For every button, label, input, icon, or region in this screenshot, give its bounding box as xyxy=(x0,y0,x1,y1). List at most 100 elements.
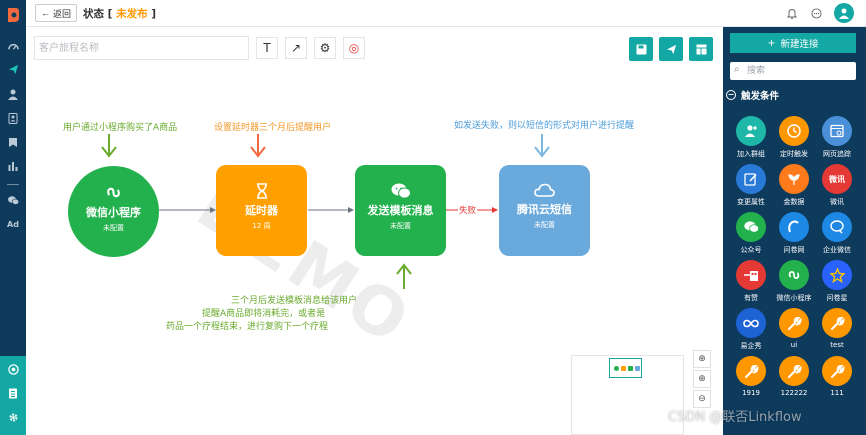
send-icon xyxy=(666,44,676,54)
user-icon[interactable] xyxy=(0,84,26,104)
trigger-item[interactable]: 问卷星 xyxy=(816,260,858,303)
sidebar-bottom-tools xyxy=(0,356,26,435)
bookmark-icon[interactable] xyxy=(0,132,26,152)
survey-icon xyxy=(779,212,809,242)
send-icon[interactable] xyxy=(0,59,26,79)
trigger-item[interactable]: 微信小程序 xyxy=(773,260,815,303)
zoom-in-icon: ⊕ xyxy=(698,374,706,384)
trigger-item[interactable]: 网页追踪 xyxy=(816,116,858,159)
trigger-item[interactable]: 金数据 xyxy=(773,164,815,207)
minimap[interactable] xyxy=(571,355,684,435)
wechat-icon xyxy=(391,183,411,199)
trigger-item-label: 变更属性 xyxy=(737,198,765,206)
person-plus-icon xyxy=(736,116,766,146)
plus-icon: + xyxy=(767,37,776,49)
mini-program-icon xyxy=(107,187,120,198)
annotation-arrow-delay xyxy=(250,134,266,158)
layout-button[interactable] xyxy=(689,37,713,61)
wrench-icon xyxy=(779,356,809,386)
trigger-item[interactable]: 111 xyxy=(816,356,858,397)
message-icon[interactable] xyxy=(810,7,822,19)
node-wechat-mini-program[interactable]: 微信小程序 未配置 xyxy=(68,166,159,257)
help-icon[interactable] xyxy=(0,359,26,379)
journey-name-input[interactable] xyxy=(34,36,249,60)
ad-icon[interactable]: Ad xyxy=(7,219,19,229)
bell-icon[interactable] xyxy=(786,7,798,19)
wrench-icon xyxy=(822,308,852,338)
zoom-out-button[interactable]: ⊖ xyxy=(693,390,711,408)
trigger-item[interactable]: 有赞 xyxy=(730,260,772,303)
status-value: 未发布 xyxy=(116,8,148,20)
save-icon xyxy=(636,44,646,54)
annotation-bottom-2: 提醒A商品即将消耗完，或者是 xyxy=(202,309,326,319)
trigger-item[interactable]: ui xyxy=(773,308,815,349)
wechat-icon[interactable] xyxy=(0,190,26,210)
status-label: 状态 [ 未发布 ] xyxy=(83,8,157,20)
zoom-out-icon: ⊖ xyxy=(698,394,706,404)
annotation-bottom-1: 三个月后发送模板消息给该用户 xyxy=(231,296,358,306)
wechat-icon xyxy=(736,212,766,242)
trigger-item-label: 定时触发 xyxy=(780,150,808,158)
sidebar-divider xyxy=(7,184,19,185)
cloud-icon xyxy=(534,183,555,197)
trigger-item-label: 微讯 xyxy=(830,198,844,206)
chat-bubble-icon xyxy=(822,212,852,242)
trigger-item-label: test xyxy=(830,341,844,349)
fit-view-button[interactable]: ⊕ xyxy=(693,350,711,368)
header-icons xyxy=(786,3,854,23)
annotation-arrow-template xyxy=(396,263,412,289)
app-logo-icon xyxy=(8,8,19,22)
arrow-tool-button[interactable]: ↗ xyxy=(285,37,307,59)
trigger-item[interactable]: 易企秀 xyxy=(730,308,772,351)
contacts-icon[interactable] xyxy=(0,108,26,128)
annotation-arrow-fail xyxy=(534,134,550,158)
trigger-item[interactable]: 122222 xyxy=(773,356,815,397)
zoom-in-button[interactable]: ⊕ xyxy=(693,370,711,388)
dashboard-icon[interactable] xyxy=(0,36,26,56)
annotation-delay: 设置延时器三个月后提醒用户 xyxy=(214,123,332,133)
document-icon[interactable] xyxy=(0,383,26,403)
trigger-item-label: 网页追踪 xyxy=(823,150,851,158)
trigger-item[interactable]: test xyxy=(816,308,858,349)
leaf-icon xyxy=(779,164,809,194)
node-send-template[interactable]: 发送模板消息 未配置 xyxy=(355,165,446,256)
node-delay[interactable]: 延时器 12 周 xyxy=(216,165,307,256)
node-tencent-sms[interactable]: 腾讯云短信 未配置 xyxy=(499,165,590,256)
settings-tool-button[interactable]: ⚙ xyxy=(314,37,336,59)
bar-chart-icon[interactable] xyxy=(0,156,26,176)
target-tool-button[interactable]: ◎ xyxy=(343,37,365,59)
annotation-fail: 如发送失败，则以短信的形式对用户进行提醒 xyxy=(454,121,635,131)
trigger-item[interactable]: 企业微信 xyxy=(816,212,858,255)
trigger-item[interactable]: 1919 xyxy=(730,356,772,397)
trigger-item-label: 111 xyxy=(830,389,844,397)
journey-canvas[interactable]: T ↗ ⚙ ◎ DEMO 失败 微信小程序 未配置 延时器 12 周 xyxy=(26,27,723,435)
settings-icon[interactable] xyxy=(0,407,26,427)
trigger-item-label: 金数据 xyxy=(783,198,805,206)
trigger-item[interactable]: 变更属性 xyxy=(730,164,772,207)
back-button[interactable]: ← 返回 xyxy=(35,4,77,22)
save-button[interactable] xyxy=(629,37,653,61)
trigger-item[interactable]: 加入群组 xyxy=(730,116,772,159)
trigger-item[interactable]: 定时触发 xyxy=(773,116,815,159)
search-input[interactable] xyxy=(747,63,852,78)
trigger-item-label: 122222 xyxy=(780,389,808,397)
clock-icon xyxy=(779,116,809,146)
mini-program-icon xyxy=(779,260,809,290)
trigger-item-label: 公众号 xyxy=(740,246,762,254)
trigger-item[interactable]: 公众号 xyxy=(730,212,772,255)
publish-button[interactable] xyxy=(659,37,683,61)
trigger-item[interactable]: 问卷网 xyxy=(773,212,815,255)
trigger-item[interactable]: 微讯微讯 xyxy=(816,164,858,207)
annotation-arrow-buy xyxy=(101,134,117,158)
search-box: ⌕ xyxy=(730,62,856,80)
avatar[interactable] xyxy=(834,3,854,23)
minimap-viewport[interactable] xyxy=(609,358,642,378)
text-tool-button[interactable]: T xyxy=(256,37,278,59)
left-sidebar: Ad xyxy=(0,0,26,435)
new-connection-button[interactable]: + 新建连接 xyxy=(730,33,856,53)
section-trigger-conditions[interactable]: − 触发条件 xyxy=(726,90,780,102)
infinity-icon xyxy=(736,308,766,338)
annotation-buy: 用户通过小程序购买了A商品 xyxy=(63,123,178,133)
wrench-icon xyxy=(736,356,766,386)
edge-label-fail: 失败 xyxy=(458,204,478,216)
